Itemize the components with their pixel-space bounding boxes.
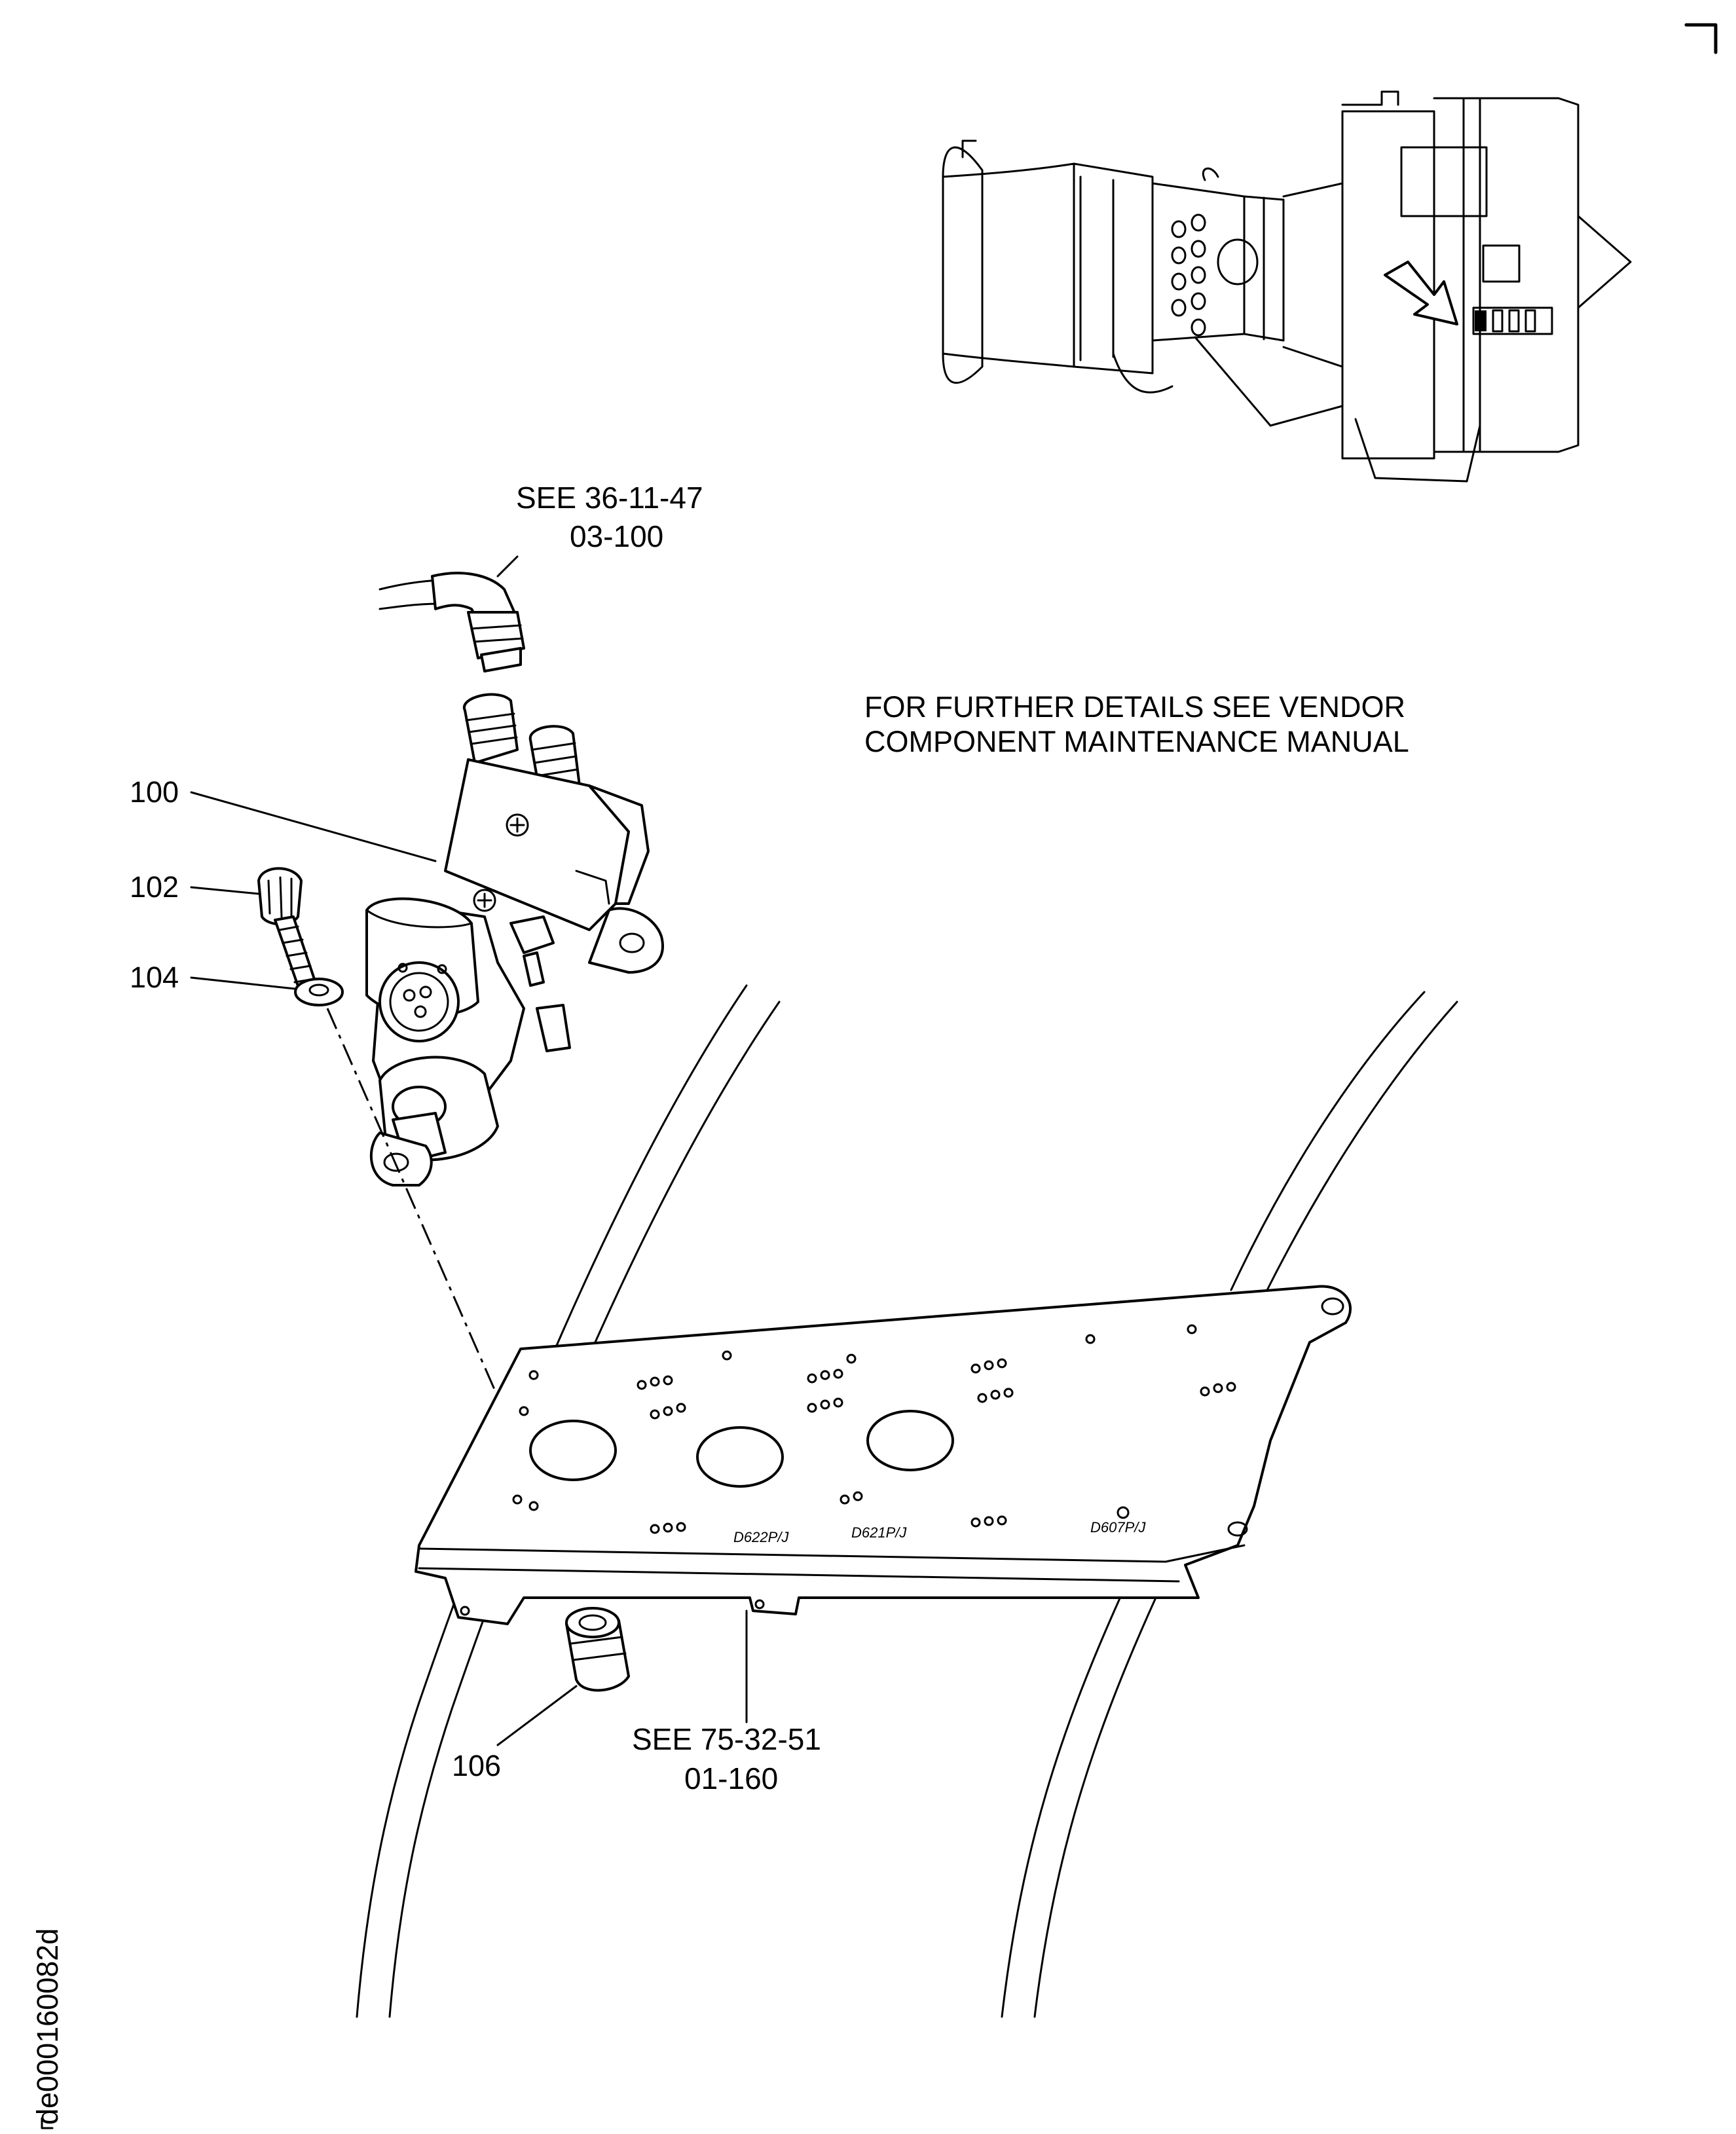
locator-arrow-icon [1384, 261, 1458, 325]
callout-106: 106 [452, 1685, 578, 1782]
engine-ring-holes [1171, 213, 1259, 337]
valve-assembly [365, 693, 664, 1187]
reference-see-75-32-51: SEE 75-32-51 01-160 [632, 1610, 821, 1795]
callout-102: 102 [130, 870, 260, 904]
vendor-note: FOR FURTHER DETAILS SEE VENDOR COMPONENT… [864, 690, 1409, 758]
callout-100: 100 [130, 775, 437, 862]
svg-text:100: 100 [130, 775, 179, 809]
svg-text:106: 106 [452, 1749, 501, 1782]
plate-marking-d621: D621P/J [851, 1524, 907, 1541]
grommet-106 [565, 1607, 630, 1692]
reference-bottom-line2: 01-160 [684, 1761, 778, 1795]
washer-104 [294, 978, 344, 1006]
drawing-id: de000160082d [31, 1928, 64, 2129]
note-line2: COMPONENT MAINTENANCE MANUAL [864, 725, 1409, 758]
screw-102 [257, 867, 319, 997]
plate-marking-d607: D607P/J [1090, 1519, 1146, 1536]
svg-text:104: 104 [130, 961, 179, 994]
corner-crop-mark-icon [1684, 23, 1718, 54]
reference-see-36-11-47: SEE 36-11-47 03-100 [496, 481, 703, 578]
reference-top-line1: SEE 36-11-47 [516, 481, 703, 515]
fuel-tube-assembly [379, 572, 525, 672]
reference-top-line2: 03-100 [570, 519, 663, 553]
reference-bottom-line1: SEE 75-32-51 [632, 1722, 821, 1756]
plate-holes [512, 1324, 1236, 1534]
plate-marking-d622: D622P/J [733, 1529, 789, 1545]
svg-text:102: 102 [130, 870, 179, 904]
callout-104: 104 [130, 961, 296, 994]
mounting-plate: D622P/J D621P/J D607P/J [415, 1285, 1352, 1625]
engine-locator-view [942, 90, 1632, 483]
drawing-id-text: de000160082d [31, 1928, 64, 2125]
note-line1: FOR FURTHER DETAILS SEE VENDOR [864, 690, 1405, 724]
